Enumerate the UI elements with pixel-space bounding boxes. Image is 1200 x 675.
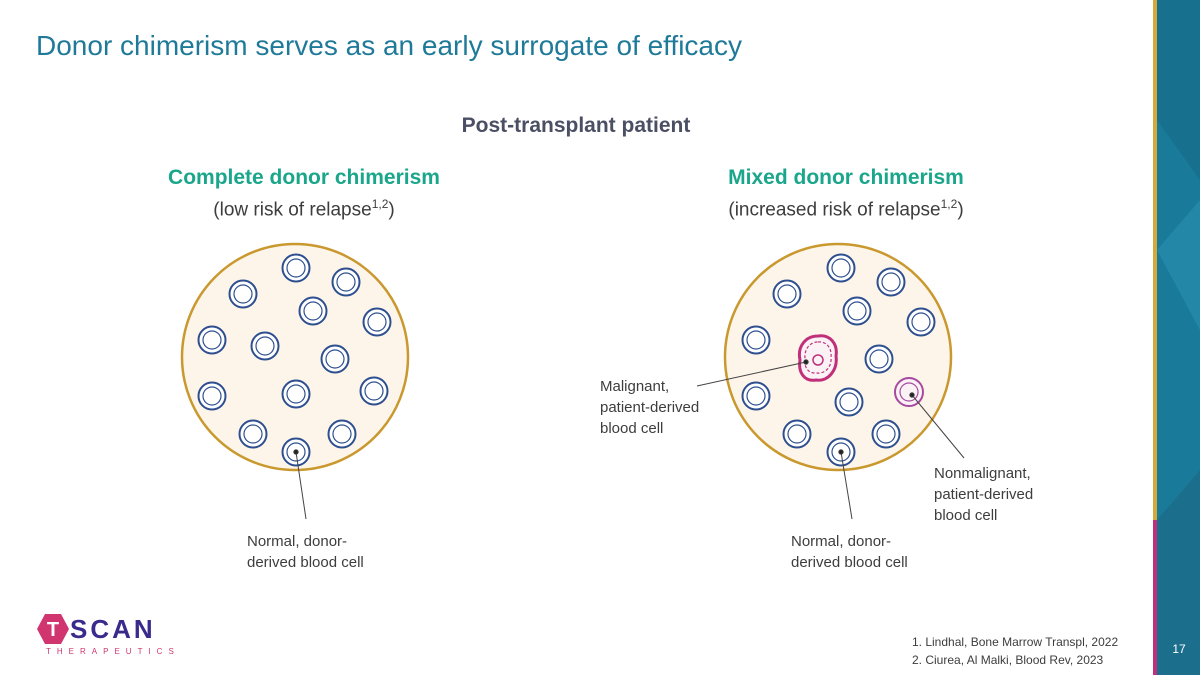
normal-cell bbox=[826, 253, 856, 283]
nonmalignant-cell-label: Nonmalignant, patient-derived blood cell bbox=[934, 465, 1034, 524]
paren-close: ) bbox=[957, 199, 964, 221]
normal-cell bbox=[298, 296, 328, 326]
left-normal-cell-label: Normal, donor- derived blood cell bbox=[247, 533, 364, 571]
normal-cell bbox=[197, 381, 227, 411]
malignant-cell bbox=[797, 334, 838, 382]
note-superscript: 1,2 bbox=[940, 197, 958, 211]
normal-cell bbox=[281, 379, 311, 409]
right-cells bbox=[741, 253, 936, 467]
reference-1: 1. Lindhal, Bone Marrow Transpl, 2022 bbox=[912, 635, 1119, 649]
paren-open: ( bbox=[213, 199, 220, 221]
normal-cell bbox=[871, 419, 901, 449]
page-number: 17 bbox=[1172, 642, 1186, 656]
nonmalignant-leader bbox=[911, 394, 965, 459]
logo-tagline: THERAPEUTICS bbox=[46, 647, 180, 656]
left-cells bbox=[197, 253, 392, 467]
normal-cell bbox=[741, 381, 771, 411]
normal-cell bbox=[320, 344, 350, 374]
normal-cell bbox=[281, 253, 311, 283]
normal-cell bbox=[876, 267, 906, 297]
normal-cell bbox=[238, 419, 268, 449]
normal-cell bbox=[250, 331, 280, 361]
normal-cell bbox=[197, 325, 227, 355]
normal-cell bbox=[331, 267, 361, 297]
normal-cell bbox=[782, 419, 812, 449]
note-text: increased risk of relapse bbox=[734, 199, 941, 221]
left-panel-note: (low risk of relapse1,2) bbox=[114, 197, 494, 221]
reference-2: 2. Ciurea, Al Malki, Blood Rev, 2023 bbox=[912, 653, 1104, 667]
normal-cell bbox=[864, 344, 894, 374]
references: 1. Lindhal, Bone Marrow Transpl, 2022 2.… bbox=[912, 633, 1118, 669]
note-superscript: 1,2 bbox=[371, 197, 389, 211]
normal-cell bbox=[834, 387, 864, 417]
paren-close: ) bbox=[388, 199, 395, 221]
normal-cell bbox=[327, 419, 357, 449]
sidebar-accent bbox=[1153, 0, 1200, 675]
left-normal-leader bbox=[295, 451, 307, 520]
left-panel-heading: Complete donor chimerism bbox=[168, 166, 440, 189]
right-panel-note: (increased risk of relapse1,2) bbox=[656, 197, 1036, 221]
malignant-cell-label: Malignant, patient-derived blood cell bbox=[600, 378, 700, 437]
normal-cell bbox=[906, 307, 936, 337]
nonmalignant-cell bbox=[894, 377, 924, 407]
normal-cell bbox=[741, 325, 771, 355]
paren-open: ( bbox=[728, 199, 735, 221]
logo-word: SCAN bbox=[70, 614, 156, 644]
hexagon-icon: T bbox=[37, 614, 69, 644]
right-normal-cell-label: Normal, donor- derived blood cell bbox=[791, 533, 908, 571]
normal-cell bbox=[228, 279, 258, 309]
slide-title: Donor chimerism serves as an early surro… bbox=[36, 30, 742, 61]
diagram-subtitle: Post-transplant patient bbox=[461, 114, 691, 137]
logo-letter: T bbox=[47, 619, 59, 641]
normal-cell bbox=[842, 296, 872, 326]
right-normal-leader bbox=[840, 451, 853, 520]
normal-cell bbox=[362, 307, 392, 337]
right-panel-heading: Mixed donor chimerism bbox=[728, 166, 964, 189]
normal-cell bbox=[772, 279, 802, 309]
note-text: low risk of relapse bbox=[219, 199, 372, 221]
malignant-leader bbox=[696, 361, 807, 387]
normal-cell bbox=[359, 376, 389, 406]
